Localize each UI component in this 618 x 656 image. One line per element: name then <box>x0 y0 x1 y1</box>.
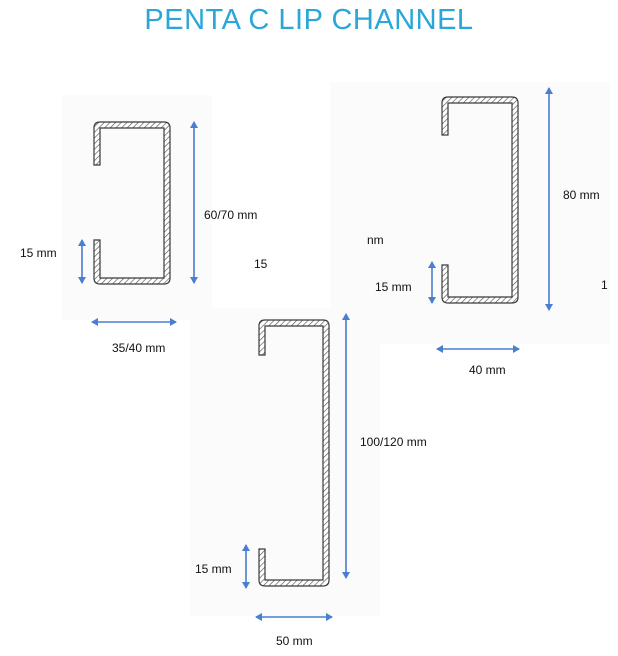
profile-small-section <box>93 121 171 285</box>
profile-small-width-label: 35/40 mm <box>112 341 166 355</box>
profile-large-section <box>258 319 330 587</box>
profile-medium-width-label: 40 mm <box>469 363 506 377</box>
profile-large-height-label: 100/120 mm <box>360 435 427 449</box>
page-title: PENTA C LIP CHANNEL <box>144 4 474 36</box>
profile-large-lip-label: 15 mm <box>195 562 232 576</box>
stray-text-1: 1 <box>601 278 608 292</box>
profile-small-height-label: 60/70 mm <box>204 208 258 222</box>
stray-text-15: 15 <box>254 257 268 271</box>
profile-medium-section <box>441 96 519 304</box>
profile-medium-lip-label: 15 mm <box>375 280 412 294</box>
stray-text-nm: nm <box>367 233 384 247</box>
profile-medium-height-label: 80 mm <box>563 188 600 202</box>
profile-large-width-label: 50 mm <box>276 634 313 648</box>
profile-small-lip-label: 15 mm <box>20 246 57 260</box>
